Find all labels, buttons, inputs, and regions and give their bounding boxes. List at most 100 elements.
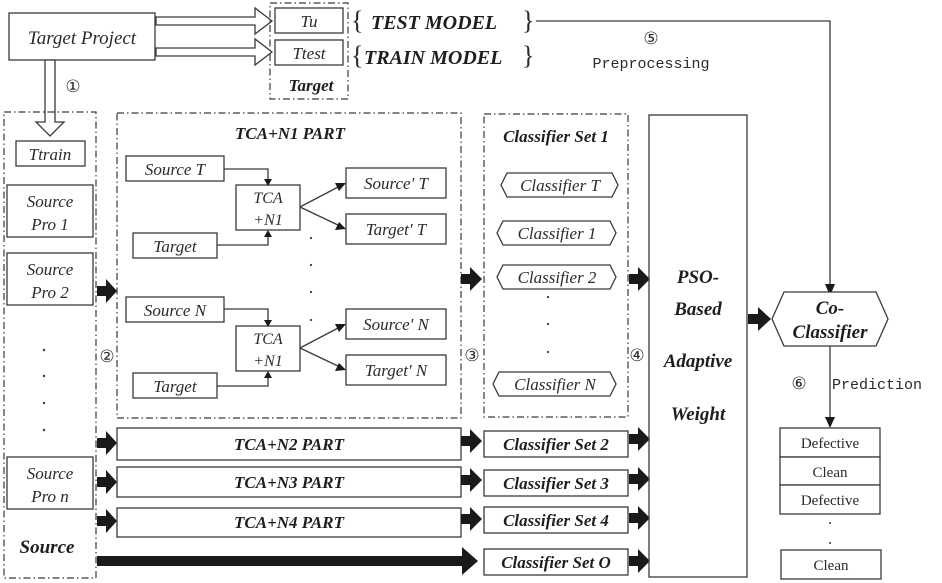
step-2-marker: ②: [99, 347, 114, 367]
arrow-source-to-tca-n1: [97, 279, 117, 303]
tca-n1-op-line2: +N1: [253, 212, 282, 229]
arrow-tca-n4-to-classifier-set-4: [461, 507, 482, 531]
tca-n3-part-label: TCA+N3 PART: [234, 473, 345, 492]
classifier-set-4-label: Classifier Set 4: [503, 511, 609, 530]
target-project-label: Target Project: [28, 28, 137, 49]
arrow-classifier-set-1-to-pso: [629, 267, 650, 291]
connector-target-n: [217, 377, 268, 386]
target-prime-n-label: Target' N: [365, 361, 429, 380]
step-6-marker: ⑥: [791, 374, 806, 394]
arrow-tca-n3-to-classifier-set-3: [461, 468, 482, 492]
tca-n2-part-label: TCA+N2 PART: [234, 435, 345, 454]
test-model-label: TEST MODEL: [371, 12, 497, 34]
co-classifier-line2: Classifier: [793, 322, 869, 343]
arrow-pso-to-co-classifier: [748, 307, 771, 331]
co-classifier-line1: Co-: [816, 298, 845, 319]
connector-to-source-prime-t: [300, 186, 340, 207]
tca-block-vertical-ellipsis-icon: [310, 237, 312, 321]
prediction-arrowhead-icon: [825, 417, 835, 428]
classifier-1-label: Classifier 1: [518, 224, 597, 243]
arrow-classifier-set-o-to-pso: [629, 549, 650, 573]
tca-n1-op-line1: TCA: [253, 190, 283, 207]
connector-source-t: [224, 169, 268, 180]
step-4-marker: ④: [629, 346, 644, 366]
source-pro-1-line2: Pro 1: [30, 215, 69, 234]
connector-to-target-prime-t: [300, 207, 340, 226]
arrowhead-icon: [335, 324, 346, 332]
classifier-1: Classifier 1: [497, 221, 616, 245]
classifier-n-label: Classifier N: [514, 375, 597, 394]
hollow-arrow-to-tu: [156, 8, 272, 34]
source-pro-2-line2: Pro 2: [30, 283, 69, 302]
tca-n1-op-n-line1: TCA: [253, 331, 283, 348]
source-group-label: Source: [20, 537, 75, 558]
step-1-marker: ①: [65, 77, 80, 97]
classifier-set-o-label: Classifier Set O: [501, 553, 611, 572]
source-pro-1: Source Pro 1: [7, 185, 93, 237]
source-prime-t-label: Source' T: [364, 174, 429, 193]
source-pro-2-line1: Source: [27, 260, 74, 279]
target-t-label: Target: [153, 237, 197, 256]
classifier-t: Classifier T: [501, 173, 618, 197]
source-pro-n: Source Pro n: [7, 457, 93, 509]
source-pro-1-line1: Source: [27, 192, 74, 211]
train-model-right-brace-icon: }: [522, 41, 534, 70]
hollow-arrow-to-ttest: [156, 39, 272, 65]
target-n-label: Target: [153, 377, 197, 396]
step-5-marker: ⑤: [643, 29, 658, 49]
arrow-source-to-tca-n2: [97, 431, 117, 455]
target-prime-t-label: Target' T: [366, 220, 428, 239]
connector-to-target-prime-n: [300, 348, 340, 367]
tca-block-n: Source N Target TCA +N1 Source' N Target…: [126, 297, 446, 398]
classifier-set-2-label: Classifier Set 2: [503, 435, 609, 454]
prediction-results: Defective Clean Defective Clean: [780, 428, 881, 579]
source-vertical-ellipsis-icon: [43, 349, 45, 431]
arrow-source-to-tca-n4: [97, 509, 117, 533]
ttrain-label: Ttrain: [29, 145, 72, 164]
result-row-label: Defective: [801, 436, 860, 452]
pso-line1: PSO-: [676, 267, 719, 288]
classifier-2: Classifier 2: [497, 265, 616, 289]
connector-target-t: [217, 236, 268, 245]
arrow-classifier-set-4-to-pso: [629, 506, 650, 530]
arrowhead-icon: [264, 230, 272, 237]
arrowhead-icon: [335, 363, 346, 371]
arrowhead-icon: [264, 371, 272, 378]
train-model-left-brace-icon: {: [351, 41, 363, 70]
source-t-label: Source T: [145, 160, 207, 179]
classifier-set-1-title: Classifier Set 1: [503, 127, 609, 146]
prediction-label: Prediction: [832, 377, 922, 394]
classifier-set-3-label: Classifier Set 3: [503, 474, 609, 493]
source-pro-2: Source Pro 2: [7, 253, 93, 305]
results-vertical-ellipsis-icon: [829, 522, 831, 544]
tca-n1-op-n-line2: +N1: [253, 353, 282, 370]
classifier-vertical-ellipsis-icon: [547, 296, 549, 353]
arrow-source-to-tca-n3: [97, 470, 117, 494]
tca-n4-part-label: TCA+N4 PART: [234, 513, 345, 532]
result-row-label: Clean: [813, 465, 848, 481]
pso-line4: Weight: [671, 404, 726, 425]
test-model-right-brace-icon: }: [522, 6, 534, 35]
arrow-source-to-classifier-set-o: [97, 547, 478, 575]
step-3-marker: ③: [464, 346, 479, 366]
pso-line3: Adaptive: [663, 351, 733, 372]
arrowhead-icon: [335, 183, 346, 191]
source-pro-n-line1: Source: [27, 464, 74, 483]
preprocessing-label: Preprocessing: [592, 56, 709, 73]
result-row-label: Clean: [814, 558, 849, 574]
result-row-label: Defective: [801, 493, 860, 509]
tca-n1-part-title: TCA+N1 PART: [235, 124, 346, 143]
ttest-label: Ttest: [292, 44, 326, 63]
connector-source-n: [224, 309, 268, 321]
target-group-label: Target: [289, 76, 335, 95]
classifier-2-label: Classifier 2: [518, 268, 597, 287]
co-classifier: Co- Classifier: [772, 292, 888, 346]
source-pro-n-line2: Pro n: [30, 487, 69, 506]
arrowhead-icon: [335, 222, 346, 230]
arrow-tca-n1-to-classifier-set-1: [461, 267, 482, 291]
classifier-t-label: Classifier T: [520, 176, 601, 195]
tca-block-t: Source T Target TCA +N1 Source' T Target…: [126, 156, 446, 258]
classifier-n: Classifier N: [493, 372, 616, 396]
hollow-arrow-to-ttrain: [36, 60, 64, 136]
